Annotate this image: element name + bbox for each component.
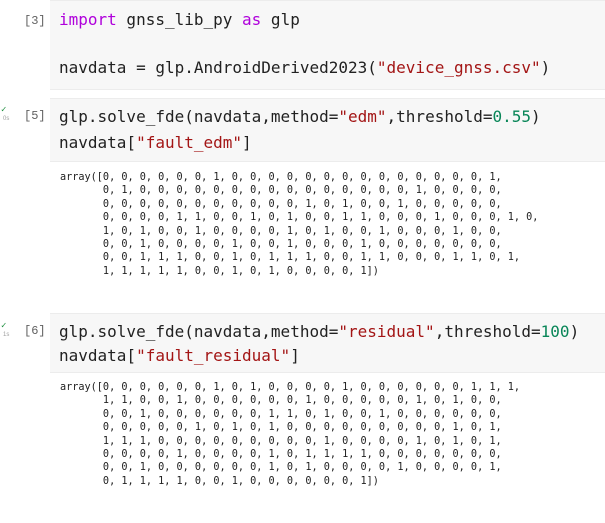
code-cell-3[interactable]: [3] import gnss_lib_py as glp navdata = … <box>0 0 605 90</box>
output-line: 1, 0, 1, 0, 0, 1, 0, 0, 0, 0, 1, 0, 1, 0… <box>60 225 502 237</box>
code-cell-6[interactable]: ✓ 1s [6] glp.solve_fde(navdata,method="r… <box>0 313 605 518</box>
code-line[interactable]: navdata["fault_edm"] <box>59 133 252 153</box>
check-icon: ✓ <box>1 105 7 115</box>
output-line: 0, 0, 0, 0, 1, 0, 0, 0, 0, 1, 0, 1, 1, 1… <box>60 449 502 461</box>
code-token: ) <box>531 107 541 126</box>
code-token: "device_gnss.csv" <box>376 58 541 77</box>
code-token: import <box>59 10 117 29</box>
output-line: 0, 0, 1, 0, 0, 0, 0, 0, 0, 1, 0, 1, 0, 0… <box>60 462 502 474</box>
code-line[interactable]: navdata = glp.AndroidDerived2023("device… <box>59 58 550 78</box>
cell-gutter: ✓ 1s [6] <box>0 313 50 518</box>
cell-output: array([0, 0, 0, 0, 0, 0, 1, 0, 1, 0, 0, … <box>60 381 520 488</box>
code-token: navdata = glp.AndroidDerived2023( <box>59 58 377 77</box>
code-token: 0.55 <box>492 107 532 126</box>
execution-count: [5] <box>24 109 46 123</box>
code-editor[interactable]: glp.solve_fde(navdata,method="edm",thres… <box>50 98 605 162</box>
output-line: 0, 0, 0, 0, 0, 0, 0, 0, 0, 0, 0, 1, 0, 1… <box>60 198 502 210</box>
code-token: "fault_residual" <box>136 346 291 365</box>
code-token: navdata[ <box>59 346 137 365</box>
code-token: "residual" <box>338 322 435 341</box>
code-token: glp <box>261 10 300 29</box>
check-icon: ✓ <box>1 321 7 331</box>
output-line: array([0, 0, 0, 0, 0, 0, 1, 0, 0, 0, 0, … <box>60 172 502 183</box>
code-token: ) <box>540 58 551 77</box>
output-line: 0, 0, 1, 0, 0, 0, 0, 0, 0, 1, 1, 0, 1, 0… <box>60 408 502 420</box>
code-editor[interactable]: glp.solve_fde(navdata,method="residual",… <box>50 313 605 373</box>
code-token: "fault_edm" <box>136 133 243 152</box>
run-time: 0s <box>3 116 10 122</box>
code-token: ,threshold= <box>386 107 493 126</box>
code-token: ) <box>569 322 580 341</box>
code-token: glp.solve_fde(navdata,method= <box>59 107 339 126</box>
output-line: 0, 1, 0, 0, 0, 0, 0, 0, 0, 0, 0, 0, 0, 0… <box>60 185 502 197</box>
output-line: array([0, 0, 0, 0, 0, 0, 1, 0, 1, 0, 0, … <box>60 382 521 393</box>
code-token: ] <box>242 133 252 152</box>
code-cell-5[interactable]: ✓ 0s [5] glp.solve_fde(navdata,method="e… <box>0 98 605 298</box>
code-line[interactable]: import gnss_lib_py as glp <box>59 10 300 30</box>
code-line[interactable]: glp.solve_fde(navdata,method="edm",thres… <box>59 107 541 127</box>
run-time: 1s <box>3 332 10 338</box>
output-line: 0, 0, 0, 0, 0, 1, 0, 1, 0, 1, 0, 0, 0, 0… <box>60 422 502 434</box>
code-token: ,threshold= <box>434 322 541 341</box>
code-token: glp.solve_fde(navdata,method= <box>59 322 339 341</box>
code-editor[interactable]: import gnss_lib_py as glp navdata = glp.… <box>50 0 605 90</box>
execution-count: [3] <box>24 14 46 28</box>
cell-output: array([0, 0, 0, 0, 0, 0, 1, 0, 0, 0, 0, … <box>60 171 538 278</box>
execution-count: [6] <box>24 324 46 338</box>
cell-gutter: [3] <box>0 0 50 90</box>
output-line: 0, 0, 1, 1, 1, 0, 0, 1, 0, 1, 1, 1, 0, 0… <box>60 252 521 264</box>
cell-gutter: ✓ 0s [5] <box>0 98 50 298</box>
code-token: "edm" <box>338 107 387 126</box>
code-line[interactable]: glp.solve_fde(navdata,method="residual",… <box>59 322 579 342</box>
output-line: 0, 0, 0, 0, 1, 1, 0, 0, 1, 0, 1, 0, 0, 1… <box>60 212 539 224</box>
code-line[interactable]: navdata["fault_residual"] <box>59 346 300 366</box>
output-line: 0, 0, 1, 0, 0, 0, 0, 1, 0, 0, 1, 0, 0, 0… <box>60 239 502 251</box>
code-token: navdata[ <box>59 133 137 152</box>
output-line: 0, 1, 1, 1, 1, 0, 0, 1, 0, 0, 0, 0, 0, 0… <box>60 475 379 487</box>
code-token: gnss_lib_py <box>116 10 243 29</box>
code-token: ] <box>290 346 300 365</box>
code-token: as <box>242 10 262 29</box>
code-token: 100 <box>540 322 570 341</box>
output-line: 1, 1, 0, 0, 1, 0, 0, 0, 0, 0, 0, 1, 0, 0… <box>60 395 502 407</box>
output-line: 1, 1, 1, 0, 0, 0, 0, 0, 0, 0, 0, 0, 1, 0… <box>60 435 502 447</box>
output-line: 1, 1, 1, 1, 1, 0, 0, 1, 0, 1, 0, 0, 0, 0… <box>60 265 379 277</box>
